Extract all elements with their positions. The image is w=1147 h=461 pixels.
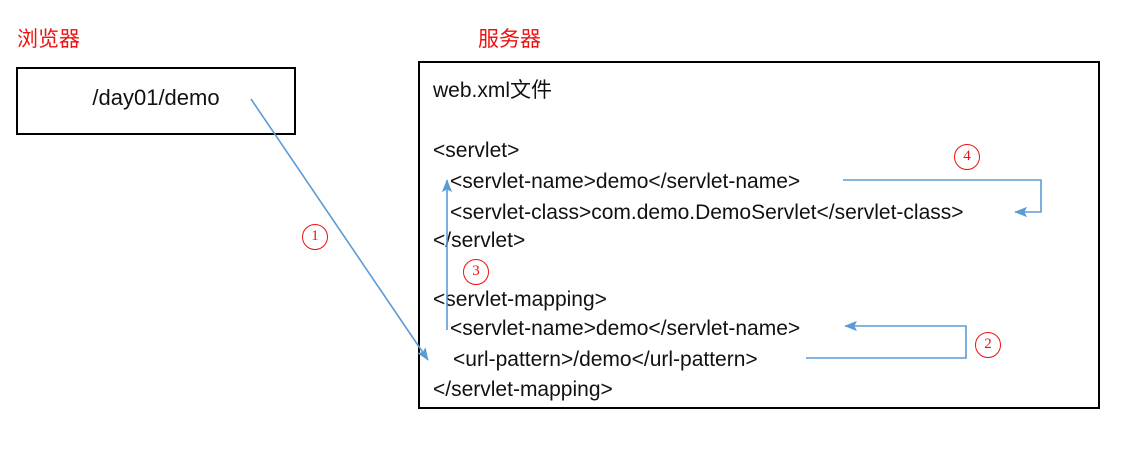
code-line-servlet-mapping-open: <servlet-mapping> <box>433 288 607 311</box>
step-marker-4: 4 <box>954 144 980 170</box>
server-section-title: 服务器 <box>478 27 541 51</box>
step-marker-1: 1 <box>302 224 328 250</box>
code-line-servlet-open: <servlet> <box>433 139 520 162</box>
browser-section-title: 浏览器 <box>17 27 80 51</box>
webxml-file-label: web.xml文件 <box>433 79 553 102</box>
code-line-servlet-mapping-close: </servlet-mapping> <box>433 378 613 401</box>
code-line-servlet-name: <servlet-name>demo</servlet-name> <box>450 170 801 193</box>
arrow-1-request-path <box>250 98 429 361</box>
code-line-servlet-class: <servlet-class>com.demo.DemoServlet</ser… <box>450 201 964 224</box>
code-line-mapping-servlet-name: <servlet-name>demo</servlet-name> <box>450 317 801 340</box>
browser-box: /day01/demo <box>16 67 296 135</box>
server-box: web.xml文件 <servlet> <servlet-name>demo</… <box>418 61 1100 409</box>
browser-url-text: /day01/demo <box>92 85 220 110</box>
code-line-servlet-close: </servlet> <box>433 229 526 252</box>
step-marker-2: 2 <box>975 332 1001 358</box>
step-marker-3: 3 <box>463 259 489 285</box>
code-line-url-pattern: <url-pattern>/demo</url-pattern> <box>453 348 758 371</box>
